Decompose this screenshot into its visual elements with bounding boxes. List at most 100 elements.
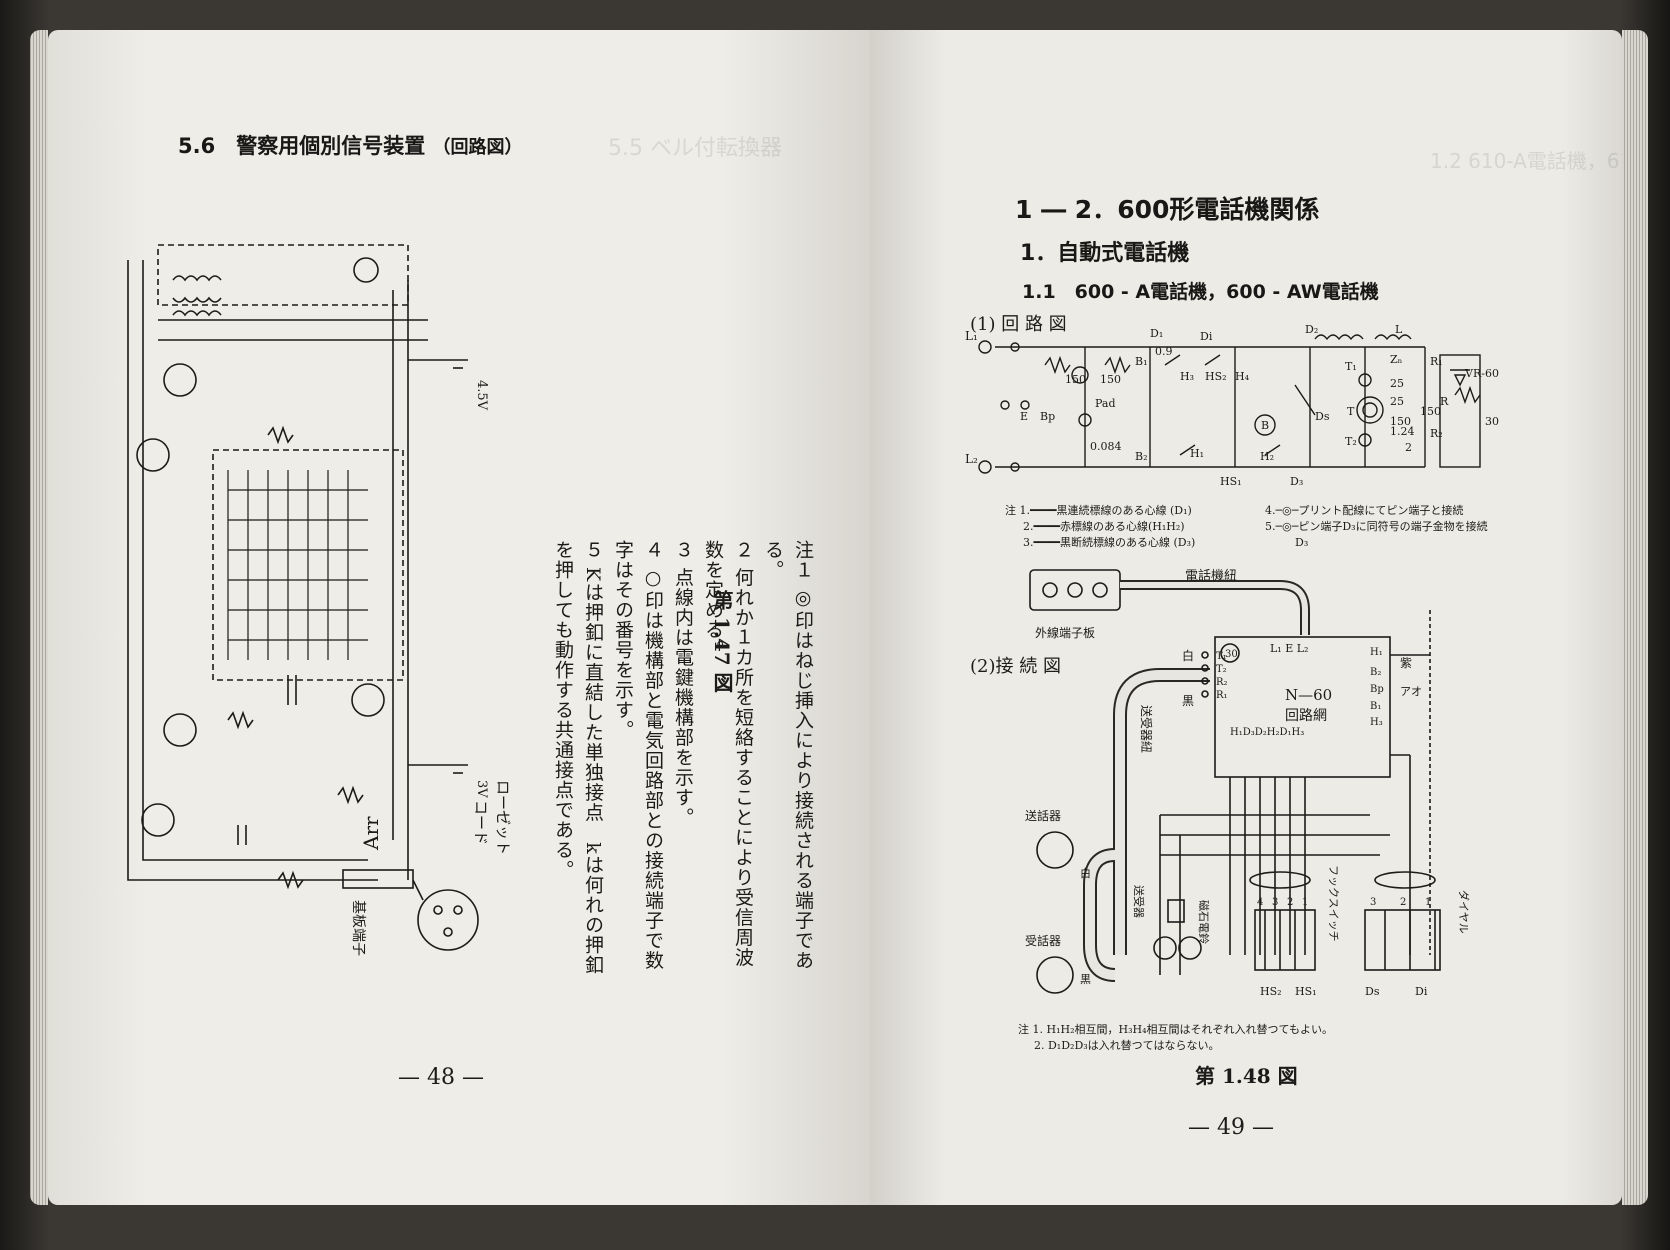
page-edges-right: [1622, 30, 1648, 1205]
left-page: 5.5 ベル付転換器 5.6 警察用個別信号装置 （回路図）: [48, 30, 870, 1205]
legend-d3: D₃: [1295, 536, 1309, 549]
conn-term-bottom: H₁D₃D₂H₂D₁H₃: [1230, 727, 1304, 738]
circuit-v30: 30: [1485, 415, 1499, 428]
conn-handset-cord: 送受器紐: [1139, 705, 1154, 753]
conn-hook-switch: フックスイッチ: [1327, 865, 1340, 942]
circuit-R2: R₂: [1430, 427, 1443, 440]
section-title-text: 5.6 警察用個別信号装置: [178, 134, 426, 158]
circuit-B1: B₁: [1135, 355, 1148, 368]
circuit-D3: D₃: [1290, 475, 1303, 488]
conn-dial-2: 2: [1400, 897, 1406, 908]
circuit-Bp: Bp: [1040, 410, 1055, 423]
conn-dial-3: 3: [1370, 897, 1376, 908]
circuit-R1: R₁: [1430, 355, 1443, 368]
circuit-v2: 2: [1405, 441, 1412, 454]
arr-label: Arr: [359, 816, 383, 851]
circuit-v124: 1.24: [1390, 425, 1415, 438]
page-edges-left: [30, 30, 48, 1205]
conn-transmitter: 送話器: [1025, 808, 1061, 823]
circuit-v150c: 150: [1390, 415, 1411, 428]
conn-purple: 紫: [1400, 656, 1412, 670]
conn-term-R1: R₁: [1216, 690, 1228, 701]
voltage-label-3v: 3V: [474, 780, 489, 798]
conn-handset: 送受器: [1132, 885, 1146, 918]
circuit-H3: H₃: [1180, 370, 1194, 383]
circuit-E: E: [1020, 410, 1028, 423]
circuit-Z: Zₙ: [1390, 353, 1403, 366]
figure-caption: 第 1.48 図: [1195, 1064, 1298, 1088]
conn-term-B2: B₂: [1370, 667, 1381, 678]
circuit-legend-right: 4.─◎─プリント配線にてピン端子と接続 5.─◎─ピン端子D₃に同符号の端子金…: [1265, 503, 1488, 551]
notes-block: 注１ ◎印はねじ挿入により接続される端子である。 ２ 何れか１カ所を短絡すること…: [548, 540, 818, 980]
note-2: ２ 何れか１カ所を短絡することにより受信周波数を定める。: [702, 540, 754, 968]
right-page: 1.2 610-A電話機，610-AW電話機 1 ― 2．600形電話機関係 1…: [870, 30, 1622, 1205]
legend-3: 3.━━━━黒断続標線のある心線 (D₃): [1023, 536, 1196, 549]
rosette-label: ローゼット: [494, 780, 512, 855]
voltage-label-4v5: 4.5V: [474, 380, 489, 411]
conn-term-Bp: Bp: [1370, 684, 1384, 695]
conn-sw-4: 4: [1257, 897, 1263, 908]
conn-dial: ダイヤル: [1457, 890, 1471, 934]
conn-sw-2: 2: [1287, 897, 1293, 908]
conn-Ds: Ds: [1365, 985, 1380, 998]
conn-network-sub: 回路網: [1285, 708, 1327, 724]
section-title-suffix: （回路図）: [432, 137, 523, 158]
circuit-r150b: 150: [1100, 373, 1121, 386]
page-number: — 49 —: [1188, 1115, 1274, 1140]
conn-Di: Di: [1415, 985, 1428, 998]
circuit-HS2: HS₂: [1205, 370, 1227, 383]
conn-term-H1: H₁: [1370, 647, 1383, 658]
circuit-c09: 0.9: [1155, 345, 1173, 358]
legend-2: 2.━━━━赤標線のある心線(H₁H₂): [1023, 520, 1185, 533]
circuit-D1: D₁: [1150, 327, 1163, 340]
conn-sw-1: 1: [1302, 897, 1308, 908]
bleed-through-text: 1.2 610-A電話機，610-AW電話機: [1430, 149, 1622, 173]
circuit-L: L: [1395, 325, 1403, 336]
circuit-v25a: 25: [1390, 377, 1404, 390]
conn-n30: 30: [1225, 649, 1238, 660]
circuit-B: B: [1261, 419, 1269, 432]
conn-white2: 白: [1080, 866, 1091, 880]
circuit-T1: T₁: [1345, 360, 1357, 373]
circuit-B2: B₂: [1135, 450, 1148, 463]
conn-HS1: HS₁: [1295, 985, 1317, 998]
note-4: ４ ○印は機構部と電気回路部との接続端子で数字はその番号を示す。: [612, 540, 664, 971]
note-1: 注１ ◎印はねじ挿入により接続される端子である。: [762, 540, 814, 971]
circuit-R: R: [1440, 395, 1449, 408]
section-title: 1．自動式電話機: [1020, 241, 1190, 266]
conn-term-H3: H₃: [1370, 717, 1383, 728]
circuit-legend-left: 注 1.━━━━黒連続標線のある心線 (D₁) 2.━━━━赤標線のある心線(H…: [1005, 503, 1195, 551]
part2-title: (2)接 続 図: [970, 656, 1061, 677]
conn-ringer: 磁石電鈴: [1197, 900, 1211, 944]
circuit-VR: VR-60: [1464, 367, 1499, 380]
part1-title: (1) 回 路 図: [970, 314, 1067, 335]
footnotes: 注 1. H₁H₂相互間，H₃H₄相互間はそれぞれ入れ替つてもよい。 2. D₁…: [1018, 1022, 1333, 1054]
conn-lel: L₁ E L₂: [1270, 642, 1308, 655]
phone-circuit-diagram: L₁ L₂ E Bp Pad 150 150 0.9 0.084 D₁ D₂ D…: [965, 325, 1499, 488]
circuit-D2: D₂: [1305, 325, 1318, 336]
police-signal-circuit-diagram: 4.5V 3V Arr コード ローゼット 基板端子: [127, 244, 512, 956]
circuit-H1: H₁: [1190, 447, 1204, 460]
circuit-c0084: 0.084: [1090, 440, 1122, 453]
legend-4: 4.─◎─プリント配線にてピン端子と接続: [1265, 504, 1464, 517]
conn-black: 黒: [1182, 694, 1194, 708]
conn-receiver: 受話器: [1025, 933, 1061, 948]
chapter-title: 1 ― 2．600形電話機関係: [1015, 195, 1320, 224]
conn-term-B1: B₁: [1370, 701, 1381, 712]
circuit-T: T: [1347, 405, 1355, 418]
circuit-T2: T₂: [1345, 435, 1357, 448]
circuit-Di: Di: [1200, 330, 1213, 343]
cord-label: コード: [472, 800, 490, 845]
conn-term-T2: T₂: [1216, 664, 1227, 675]
legend-1: 注 1.━━━━黒連続標線のある心線 (D₁): [1005, 504, 1192, 517]
note-5: ５ Kは押釦に直結した単独接点 kは何れの押釦を押しても動作する共通接点である。: [552, 540, 604, 975]
conn-sw-3: 3: [1272, 897, 1278, 908]
circuit-HS1: HS₁: [1220, 475, 1242, 488]
section-title: 5.6 警察用個別信号装置 （回路図）: [178, 130, 523, 160]
subsection-title: 1.1 600 - A電話機，600 - AW電話機: [1022, 281, 1379, 303]
conn-black2: 黒: [1080, 973, 1091, 986]
conn-term-R2: R₂: [1216, 677, 1228, 688]
page-number: — 48 —: [398, 1065, 484, 1090]
conn-outer-board: 外線端子板: [1035, 625, 1095, 640]
footnote-1: 注 1. H₁H₂相互間，H₃H₄相互間はそれぞれ入れ替つてもよい。: [1018, 1023, 1333, 1036]
